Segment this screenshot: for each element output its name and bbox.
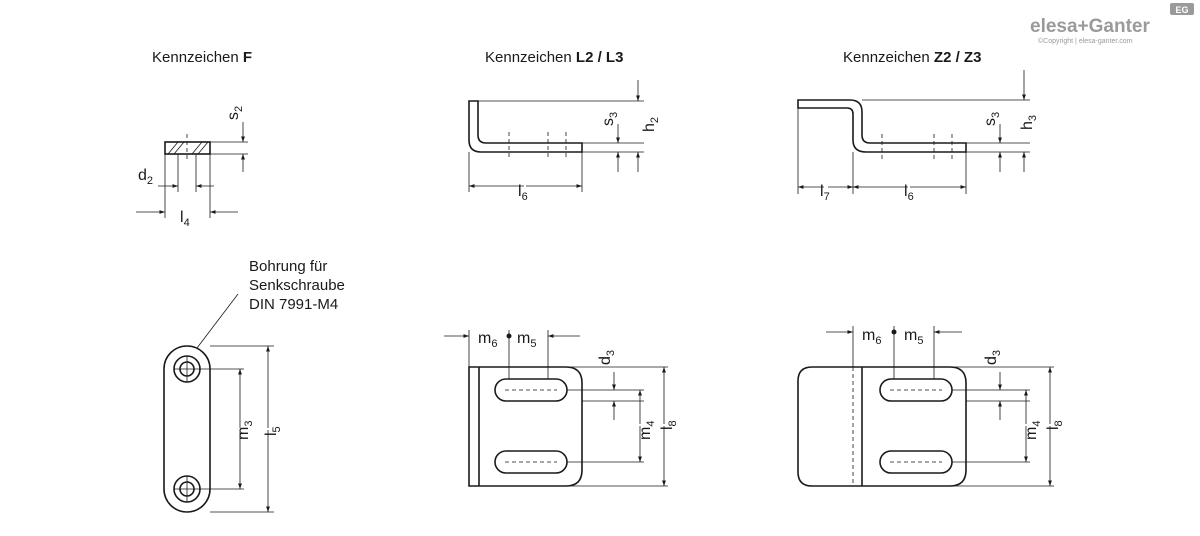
view-title-f: Kennzeichen F — [152, 49, 252, 66]
dim-l-d3: d3 — [597, 350, 617, 365]
view-l-front: m6 m5 d3 m4 l8 — [444, 330, 679, 487]
dim-z-l8: l8 — [1045, 420, 1065, 430]
dim-h2: h2 — [641, 117, 661, 132]
dim-z-m4: m4 — [1023, 421, 1043, 440]
dim-m3: m3 — [235, 421, 255, 440]
view-title-l: Kennzeichen L2 / L3 — [485, 49, 623, 66]
brand-logo: elesa+Ganter EG ©Copyright | elesa-gante… — [1030, 3, 1194, 45]
note-line-3: DIN 7991-M4 — [249, 296, 338, 313]
view-f-section: s2 d2 l4 — [136, 106, 248, 229]
dim-d2: d2 — [138, 167, 153, 187]
view-z-side: s3 h3 l7 l6 — [797, 70, 1039, 203]
dim-s2: s2 — [225, 106, 245, 120]
brand-copyright: ©Copyright | elesa-ganter.com — [1038, 37, 1133, 45]
dim-l4: l4 — [180, 209, 190, 229]
dim-l-s3: s3 — [600, 112, 620, 126]
dim-z-d3: d3 — [983, 350, 1003, 365]
view-z-front: m6 m5 d3 m4 l8 — [797, 326, 1065, 487]
flat-plate-outline — [163, 345, 211, 513]
dim-h3: h3 — [1019, 115, 1039, 130]
dim-l-l6: l6 — [518, 183, 528, 203]
note-leader — [196, 293, 239, 349]
note-line-1: Bohrung für — [249, 258, 327, 275]
angle-bracket-profile — [468, 100, 583, 153]
brand-name: elesa+Ganter — [1030, 16, 1150, 37]
dim-z-m5: m5 — [904, 327, 923, 347]
dim-l-m5: m5 — [517, 330, 536, 350]
brand-badge-icon — [1170, 3, 1194, 15]
flat-plate-section — [164, 141, 211, 155]
view-title-z: Kennzeichen Z2 / Z3 — [843, 49, 981, 66]
note-line-2: Senkschraube — [249, 277, 345, 294]
dim-z-m6: m6 — [862, 327, 881, 347]
dim-l5: l5 — [263, 426, 283, 436]
view-l-side: s3 h2 l6 — [468, 80, 661, 203]
dim-z-l6: l6 — [904, 183, 914, 203]
brand-badge: EG — [1175, 5, 1188, 15]
dim-l-m4: m4 — [637, 421, 657, 440]
dim-l7: l7 — [820, 183, 830, 203]
dim-l-m6: m6 — [478, 330, 497, 350]
dim-z-s3: s3 — [982, 112, 1002, 126]
dim-l-l8: l8 — [659, 420, 679, 430]
view-f-top: Bohrung für Senkschraube DIN 7991-M4 m3 … — [163, 258, 345, 513]
